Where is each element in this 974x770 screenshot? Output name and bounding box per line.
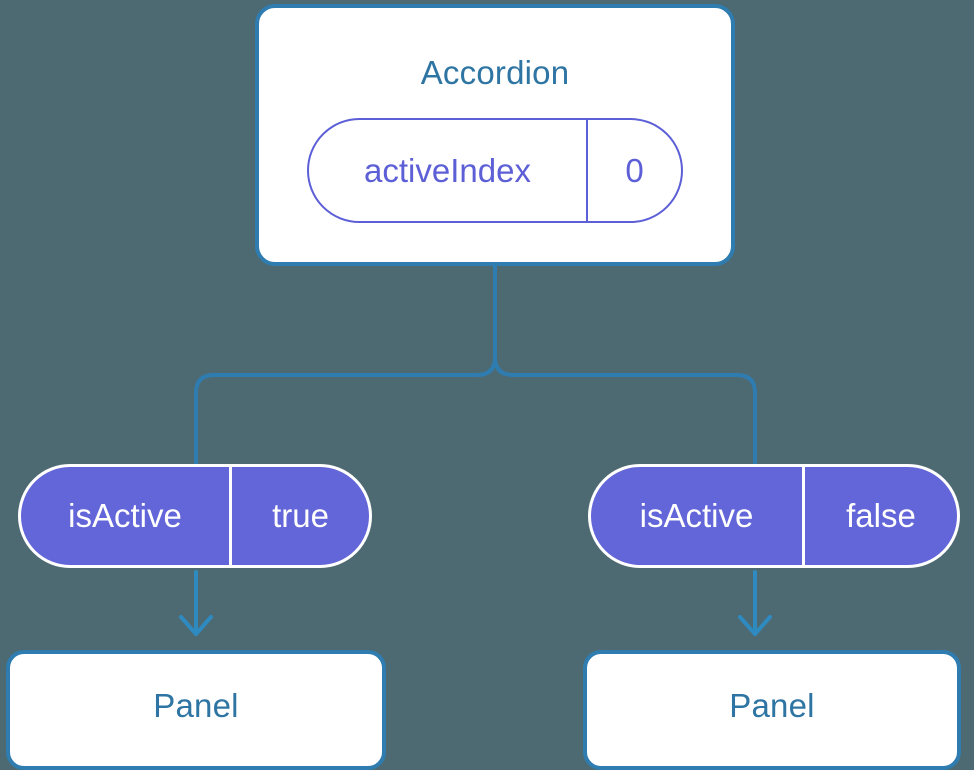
prop-pill-isactive-true-value: true (272, 497, 329, 534)
node-accordion-title: Accordion (420, 54, 570, 91)
state-pill-activeindex[interactable]: activeIndex 0 (307, 118, 683, 223)
node-panel-right[interactable]: Panel (583, 650, 961, 770)
node-panel-left-title: Panel (153, 687, 239, 724)
prop-pill-isactive-false-key: isActive (591, 467, 805, 565)
arrow-head-right (738, 615, 772, 636)
prop-pill-isactive-false-value: false (846, 497, 916, 534)
prop-pill-isactive-true[interactable]: isActive true (18, 464, 372, 568)
connector-root-to-right-branch (493, 264, 757, 468)
state-pill-activeindex-value: 0 (625, 151, 644, 189)
connector-root-to-left-branch (194, 264, 497, 468)
prop-pill-isactive-false[interactable]: isActive false (588, 464, 960, 568)
node-panel-right-title: Panel (729, 687, 815, 724)
node-panel-left[interactable]: Panel (6, 650, 386, 770)
arrow-head-left (179, 615, 213, 636)
state-pill-activeindex-key: activeIndex (309, 120, 588, 221)
prop-pill-isactive-true-key: isActive (21, 467, 232, 565)
